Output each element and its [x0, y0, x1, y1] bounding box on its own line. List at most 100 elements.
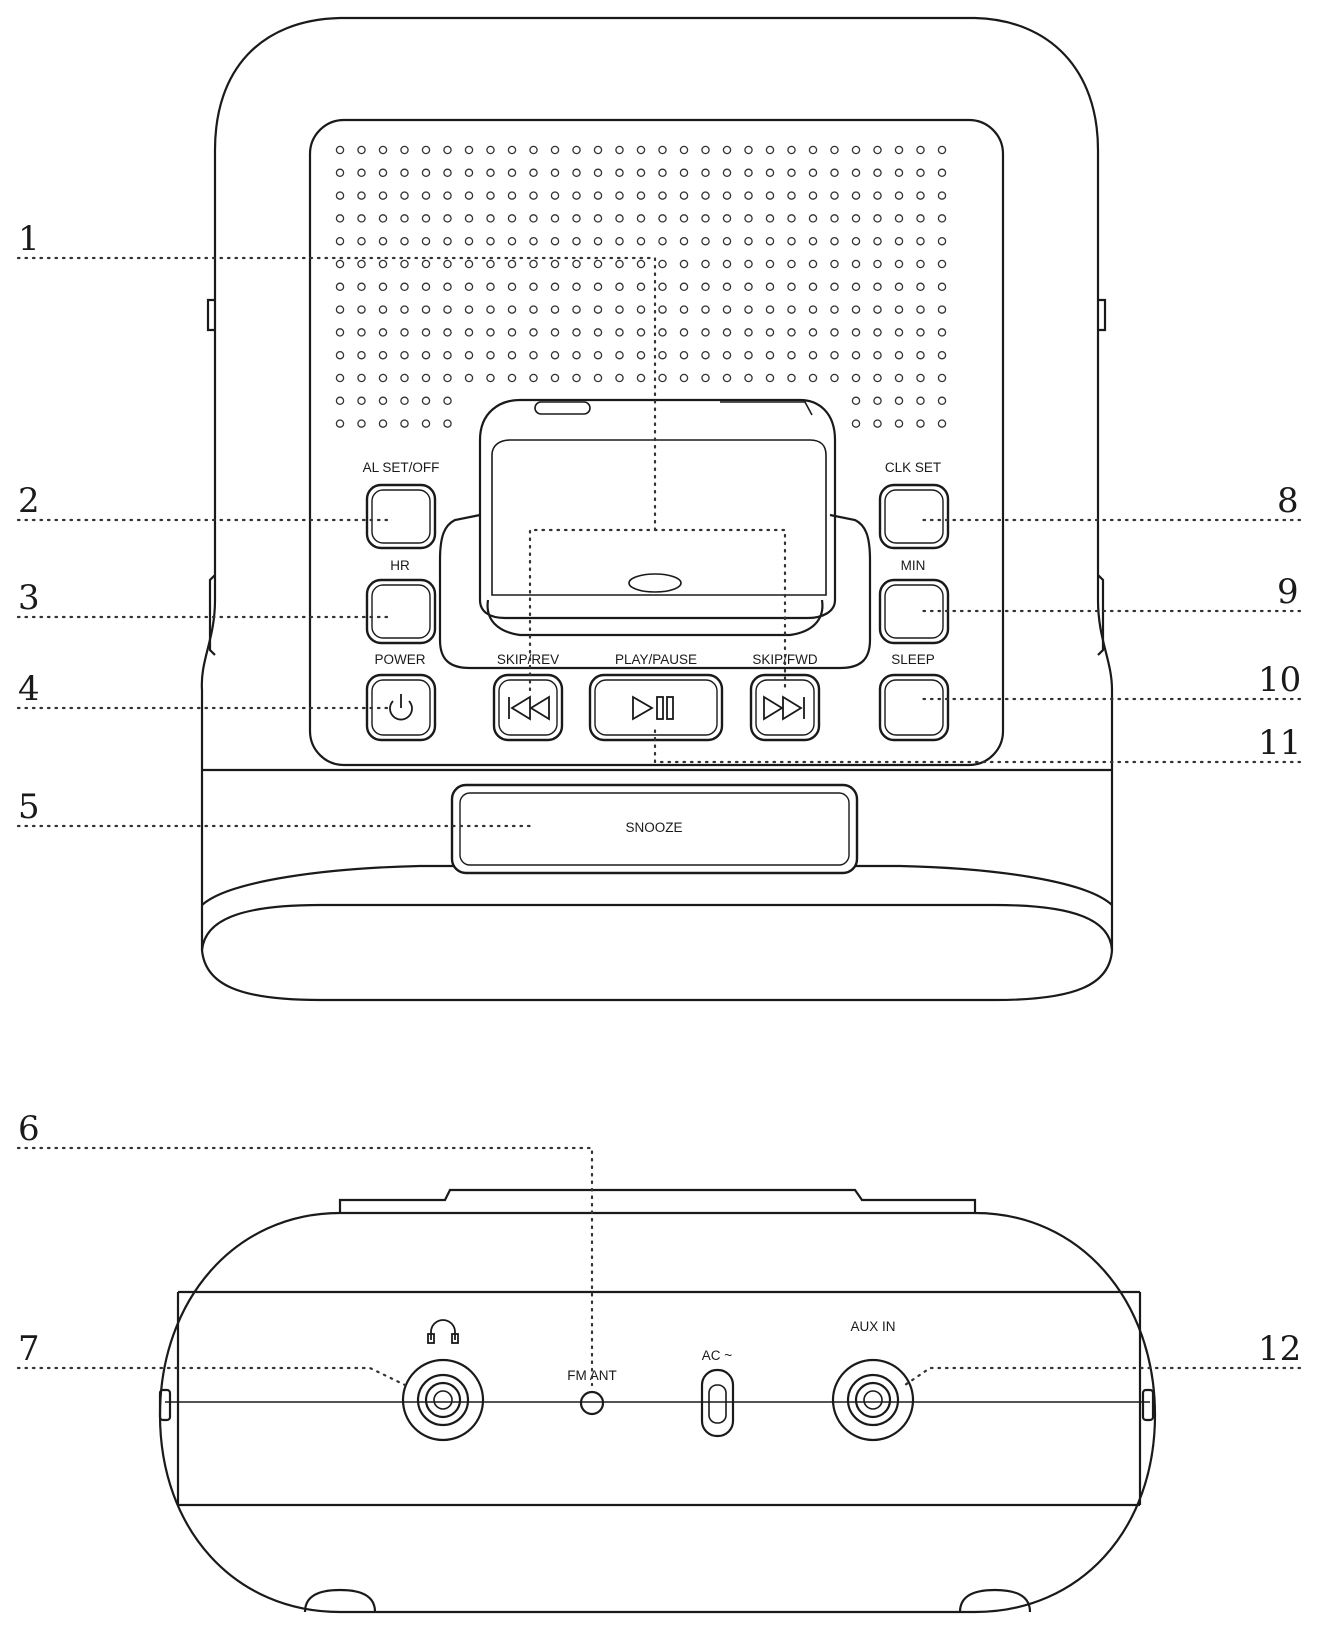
grille-hole [851, 305, 861, 314]
sleep-label: SLEEP [891, 652, 935, 667]
grille-hole [744, 350, 753, 360]
play-pause-button[interactable] [588, 673, 724, 742]
grille-hole [507, 191, 517, 200]
grille-hole [572, 236, 581, 246]
grille-hole [378, 259, 388, 269]
grille-hole [787, 214, 796, 223]
grille-hole [335, 168, 345, 178]
grille-hole [701, 145, 710, 155]
al-set-off-label: AL SET/OFF [363, 460, 440, 475]
grille-hole [335, 419, 345, 428]
al-set-off-button[interactable] [365, 483, 437, 550]
leader-lines [16, 256, 1302, 1387]
grille-hole [572, 350, 581, 360]
grille-hole [851, 259, 861, 269]
grille-hole [636, 328, 646, 337]
grille-hole [572, 214, 581, 223]
grille-hole [679, 373, 689, 383]
grille-hole [916, 305, 925, 314]
skip-rev-button[interactable] [492, 673, 564, 742]
grille-hole [529, 282, 538, 292]
grille-hole [615, 373, 624, 383]
grille-hole [679, 282, 689, 292]
grille-hole [615, 236, 624, 246]
grille-hole [722, 214, 732, 223]
grille-hole [808, 373, 818, 383]
grille-hole [636, 191, 646, 200]
grille-hole [765, 236, 775, 246]
grille-hole [808, 214, 818, 223]
grille-hole [464, 214, 474, 223]
grille-hole [937, 191, 947, 200]
sleep-button[interactable] [878, 673, 950, 742]
grille-hole [916, 214, 925, 223]
grille-hole [464, 145, 474, 155]
grille-hole [787, 259, 796, 269]
grille-hole [722, 168, 732, 178]
aux-in-jack[interactable] [831, 1358, 915, 1442]
callout-12: 12 [1258, 1329, 1301, 1369]
right-side-knob [1098, 298, 1107, 332]
grille-hole [421, 350, 431, 360]
callout-8: 8 [1277, 481, 1299, 521]
grille-hole [550, 145, 560, 155]
grille-hole [808, 328, 818, 337]
grille-hole [378, 396, 388, 406]
rear-top-ridge [338, 1188, 977, 1213]
grille-hole [765, 191, 775, 200]
grille-hole [357, 214, 366, 223]
front-base-upper [200, 768, 1114, 950]
grille-hole [894, 373, 904, 383]
power-button[interactable] [365, 673, 437, 742]
snooze-button[interactable]: SNOOZE [450, 783, 859, 875]
grille-hole [765, 328, 775, 337]
grille-hole [443, 259, 452, 269]
grille-hole [572, 145, 581, 155]
front-base-foot [200, 903, 1114, 1002]
grille-hole [486, 373, 495, 383]
grille-hole [335, 145, 345, 155]
grille-hole [464, 328, 474, 337]
grille-hole [507, 168, 517, 178]
grille-hole [851, 191, 861, 200]
grille-hole [851, 328, 861, 337]
grille-hole [679, 259, 689, 269]
grille-hole [851, 419, 861, 428]
grille-hole [593, 236, 603, 246]
grille-hole [550, 236, 560, 246]
hr-button[interactable] [365, 578, 437, 645]
grille-hole [443, 373, 452, 383]
grille-hole [615, 328, 624, 337]
rear-right-pin [1141, 1388, 1155, 1422]
grille-hole [593, 214, 603, 223]
grille-hole [916, 145, 925, 155]
clk-set-button[interactable] [878, 483, 950, 550]
grille-hole [765, 145, 775, 155]
grille-hole [593, 350, 603, 360]
grille-hole [335, 305, 345, 314]
grille-hole [464, 236, 474, 246]
grille-hole [593, 191, 603, 200]
grille-hole [894, 214, 904, 223]
grille-hole [830, 328, 839, 337]
grille-hole [443, 282, 452, 292]
grille-hole [486, 259, 495, 269]
grille-hole [894, 168, 904, 178]
grille-hole [830, 214, 839, 223]
grille-hole [550, 305, 560, 314]
grille-hole [722, 259, 732, 269]
rear-left-pin [158, 1388, 172, 1422]
grille-hole [421, 145, 431, 155]
fm-antenna-socket[interactable] [579, 1390, 605, 1416]
grille-hole [916, 282, 925, 292]
callout-numbers: 1 2 3 4 5 6 7 8 9 10 11 12 [18, 219, 1301, 1369]
grille-hole [486, 236, 495, 246]
grille-hole [722, 236, 732, 246]
grille-hole [787, 191, 796, 200]
grille-hole [701, 282, 710, 292]
grille-hole [744, 145, 753, 155]
grille-hole [507, 236, 517, 246]
grille-hole [658, 259, 667, 269]
headphone-jack[interactable] [401, 1358, 485, 1442]
grille-hole [765, 259, 775, 269]
